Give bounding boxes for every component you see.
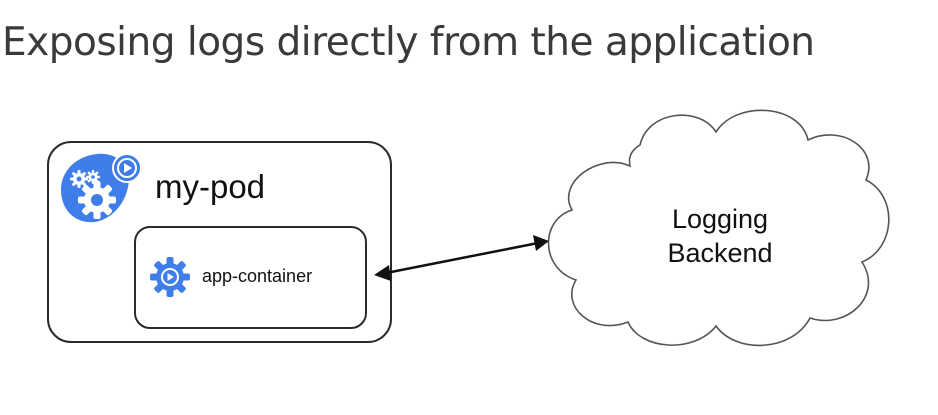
- app-container-label: app-container: [202, 266, 313, 286]
- logging-backend-line2: Backend: [667, 238, 773, 268]
- app-container-box: [134, 226, 367, 329]
- pod-box: [47, 141, 392, 343]
- pod-gears-icon: [61, 153, 142, 223]
- arrow-line: [385, 241, 539, 275]
- cloud-outline: [547, 109, 890, 347]
- slide-title: Exposing logs directly from the applicat…: [2, 20, 815, 65]
- logging-backend-label: Logging Backend: [620, 202, 820, 270]
- arrowhead-left: [374, 265, 391, 281]
- container-gear-icon: [150, 257, 190, 297]
- pod-label: my-pod: [155, 168, 266, 205]
- arrowhead-right: [533, 235, 549, 251]
- logging-backend-line1: Logging: [671, 204, 769, 234]
